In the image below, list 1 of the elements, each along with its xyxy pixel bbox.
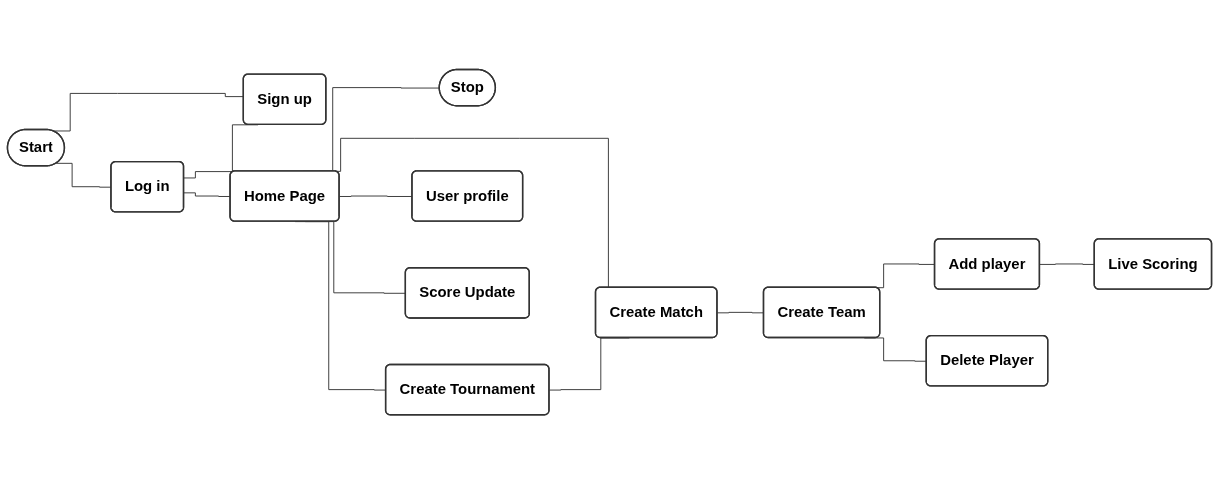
connector [183, 192, 231, 198]
